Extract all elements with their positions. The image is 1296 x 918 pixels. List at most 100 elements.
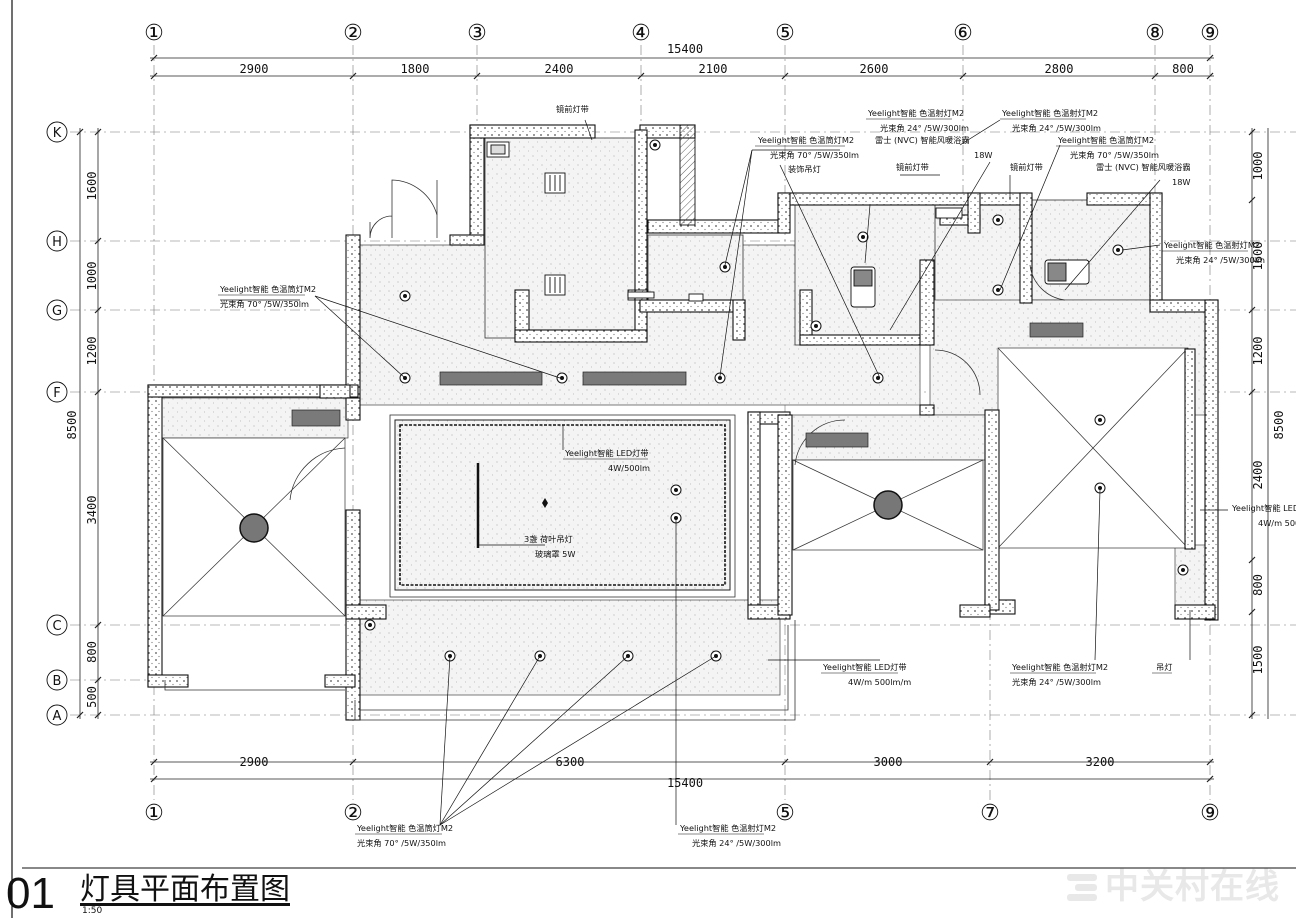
annotation-labels: 镜前灯带 Yeelight智能 色温筒灯M2 光束角 70° /5W/350lm… bbox=[219, 104, 1296, 848]
nook-ceiling bbox=[1174, 544, 1211, 616]
bathroom-b-ceiling bbox=[1029, 199, 1161, 301]
grid-bubble-row: H bbox=[46, 230, 68, 252]
downlight-icon bbox=[364, 619, 376, 631]
bedroom-pendant-light bbox=[873, 490, 903, 520]
dimension-ticks bbox=[76, 54, 1256, 783]
dimension-text: 8500 bbox=[65, 411, 79, 440]
downlight-icon bbox=[992, 284, 1004, 296]
grid-bubble-label: K bbox=[53, 126, 62, 141]
dimension-text: 1800 bbox=[401, 62, 430, 76]
label-underlines bbox=[218, 118, 1248, 835]
dining-ceiling bbox=[359, 599, 781, 696]
dimension-text: 2800 bbox=[1045, 62, 1074, 76]
label-downlight: Yeelight智能 色温筒灯M2 bbox=[219, 284, 316, 294]
living-led-strip bbox=[399, 424, 726, 586]
grid-bubble-row: G bbox=[46, 299, 68, 321]
grid-bubble-label: ① bbox=[144, 21, 164, 46]
watermark-logo-icon bbox=[1065, 872, 1099, 902]
dimension-text: 2100 bbox=[699, 62, 728, 76]
label-spotlight: Yeelight智能 色温射灯M2 bbox=[867, 108, 964, 118]
dimension-text: 2900 bbox=[240, 62, 269, 76]
label-spec: 光束角 24° /5W/300lm bbox=[692, 838, 781, 848]
hall-strip-light bbox=[1029, 322, 1084, 338]
dimension-text: 8500 bbox=[1272, 411, 1286, 440]
grid-bubble-top: ② bbox=[343, 21, 363, 46]
label-spec: 4W/m 500lm/m bbox=[848, 677, 911, 687]
dimension-text: 15400 bbox=[667, 42, 703, 56]
grid-bubble-label: G bbox=[52, 304, 62, 319]
downlight-icon bbox=[399, 290, 411, 302]
wall-segment bbox=[147, 384, 163, 688]
watermark: 中关村在线 bbox=[1065, 870, 1280, 904]
label-downlight: Yeelight智能 色温筒灯M2 bbox=[356, 823, 453, 833]
label-spec: 玻璃罩 5W bbox=[535, 549, 575, 559]
label-bath-heater: 雷士 (NVC) 智能风暖浴霸 bbox=[875, 135, 970, 145]
grid-bubble-label: ⑨ bbox=[1200, 21, 1220, 46]
grid-bubble-label: B bbox=[53, 674, 62, 689]
downlight-icon bbox=[719, 261, 731, 273]
grid-bubble-row: B bbox=[46, 669, 68, 691]
dimension-text: 3000 bbox=[874, 755, 903, 769]
walls bbox=[147, 124, 1219, 721]
grid-bubble-row: C bbox=[46, 614, 68, 636]
label-downlight: Yeelight智能 色温筒灯M2 bbox=[1057, 135, 1154, 145]
label-mirror-strip: 镜前灯带 bbox=[896, 162, 929, 172]
room-boxes bbox=[162, 347, 1189, 617]
dimension-text: 800 bbox=[85, 641, 99, 663]
grid-bubble-label: ② bbox=[343, 801, 363, 826]
grid-bubble-label: C bbox=[52, 619, 61, 634]
bedroom-strip-light bbox=[805, 432, 869, 448]
grid-bubble-label: H bbox=[52, 235, 62, 250]
grid-bubble-top: ④ bbox=[631, 21, 651, 46]
dimension-text: 1000 bbox=[1251, 152, 1265, 181]
grid-bubble-label: F bbox=[53, 386, 60, 401]
label-wattage: 18W bbox=[974, 150, 993, 160]
bath-heaters bbox=[850, 259, 1090, 308]
label-spotlight: Yeelight智能 色温射灯M2 bbox=[1001, 108, 1098, 118]
wall-segment bbox=[147, 384, 359, 398]
drawing-title: 灯具平面布置图 bbox=[80, 872, 290, 907]
drawing-scale: 1:50 bbox=[82, 906, 103, 916]
label-downlight: Yeelight智能 色温筒灯M2 bbox=[757, 135, 854, 145]
kitchen-fixtures bbox=[486, 141, 963, 302]
label-spec: 光束角 24° /5W/300lm bbox=[1012, 123, 1101, 133]
downlight-icon bbox=[1112, 244, 1124, 256]
label-spotlight: Yeelight智能 色温射灯M2 bbox=[679, 823, 776, 833]
dimension-text: 1600 bbox=[1251, 242, 1265, 271]
grid-bubble-label: ⑨ bbox=[1200, 801, 1220, 826]
grid-bubble-top: ⑤ bbox=[775, 21, 795, 46]
label-bath-heater: 雷士 (NVC) 智能风暖浴霸 bbox=[1096, 162, 1191, 172]
center-mark bbox=[542, 498, 548, 508]
label-spec: 4W/500lm bbox=[608, 463, 650, 473]
grid-bubble-top: ⑧ bbox=[1145, 21, 1165, 46]
dimension-text: 2400 bbox=[1251, 461, 1265, 490]
label-led-strip: Yeelight智能 LED灯 bbox=[1231, 503, 1296, 513]
grid-bubble-top: ⑥ bbox=[953, 21, 973, 46]
bedroom-strip-light bbox=[291, 409, 341, 427]
dimension-text: 500 bbox=[85, 686, 99, 708]
dimension-text: 2600 bbox=[860, 62, 889, 76]
dimension-text: 6300 bbox=[556, 755, 585, 769]
label-pendant: 装饰吊灯 bbox=[788, 164, 821, 174]
living-recess bbox=[394, 419, 731, 591]
pendant-lights bbox=[239, 463, 903, 548]
label-spotlight: Yeelight智能 色温射灯M2 bbox=[1011, 662, 1108, 672]
dimension-text: 3400 bbox=[85, 496, 99, 525]
dimension-text: 2400 bbox=[545, 62, 574, 76]
downlight-icon bbox=[649, 139, 661, 151]
dimension-text: 1000 bbox=[85, 262, 99, 291]
wall-segment bbox=[345, 234, 361, 401]
downlight-icon bbox=[1094, 482, 1106, 494]
grid-bubble-bottom: ⑨ bbox=[1200, 801, 1220, 826]
downlight-icon bbox=[1094, 414, 1106, 426]
label-spec: 4W/m 500l bbox=[1258, 518, 1296, 528]
downlight-icon bbox=[670, 484, 682, 496]
downlight-icon bbox=[872, 372, 884, 384]
downlight-icon bbox=[1177, 564, 1189, 576]
bedroom-pendant-light bbox=[239, 513, 269, 543]
grid-bubble-label: ④ bbox=[631, 21, 651, 46]
corridor-strip-light bbox=[582, 371, 687, 386]
dimension-text: 1200 bbox=[85, 337, 99, 366]
